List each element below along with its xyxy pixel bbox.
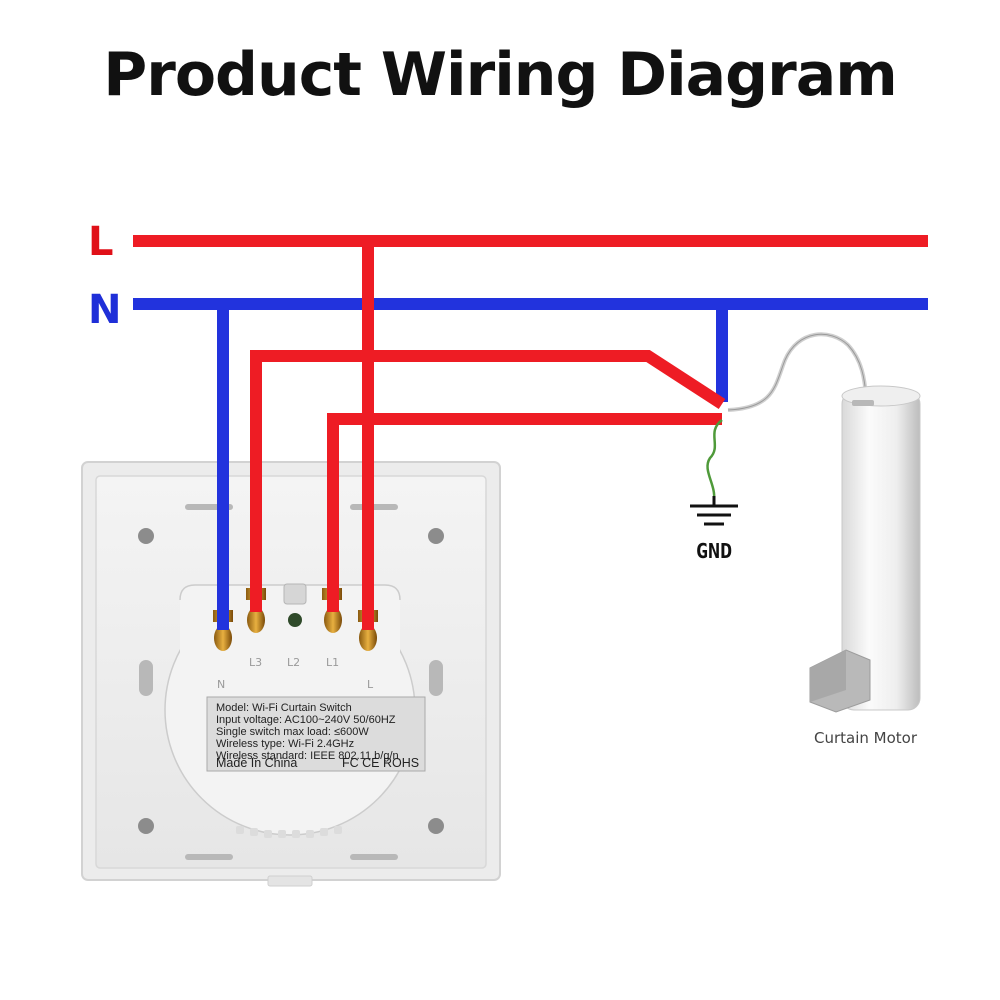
- l3-to-motor-wire: [250, 350, 726, 612]
- live-line-label: L: [88, 219, 114, 265]
- terminal-label-l3: L3: [249, 656, 262, 669]
- terminal-label-n: N: [217, 678, 225, 691]
- screw-hole: [428, 818, 444, 834]
- terminal-label-l: L: [367, 678, 374, 691]
- plate-model: Model: Wi-Fi Curtain Switch: [216, 702, 352, 714]
- neutral-line-label: N: [88, 287, 121, 333]
- plate-wireless-standard: Wireless standard: IEEE 802.11 b/g/n: [216, 750, 399, 762]
- plate-voltage: Input voltage: AC100~240V 50/60HZ: [216, 714, 396, 726]
- ground-icon: [690, 496, 738, 526]
- l1-to-motor-wire: [327, 413, 722, 612]
- page-title: Product Wiring Diagram: [103, 40, 897, 110]
- screw-hole: [428, 528, 444, 544]
- rating-plate: Model: Wi-Fi Curtain Switch Input voltag…: [206, 696, 426, 772]
- screw-hole: [138, 528, 154, 544]
- terminal-label-l2: L2: [287, 656, 300, 669]
- terminal-label-l1: L1: [326, 656, 339, 669]
- ground-label: GND: [696, 539, 732, 563]
- curtain-motor-label: Curtain Motor: [814, 729, 918, 747]
- plate-wireless-type: Wireless type: Wi-Fi 2.4GHz: [216, 738, 354, 750]
- plate-certifications: FC CE ROHS: [342, 756, 419, 770]
- curtain-motor: [809, 385, 921, 713]
- plate-load: Single switch max load: ≤600W: [216, 726, 369, 738]
- ground-wire: [706, 419, 723, 501]
- screw-hole: [138, 818, 154, 834]
- plate-made-in: Made In China: [216, 756, 297, 770]
- indicator-dot: [288, 613, 302, 627]
